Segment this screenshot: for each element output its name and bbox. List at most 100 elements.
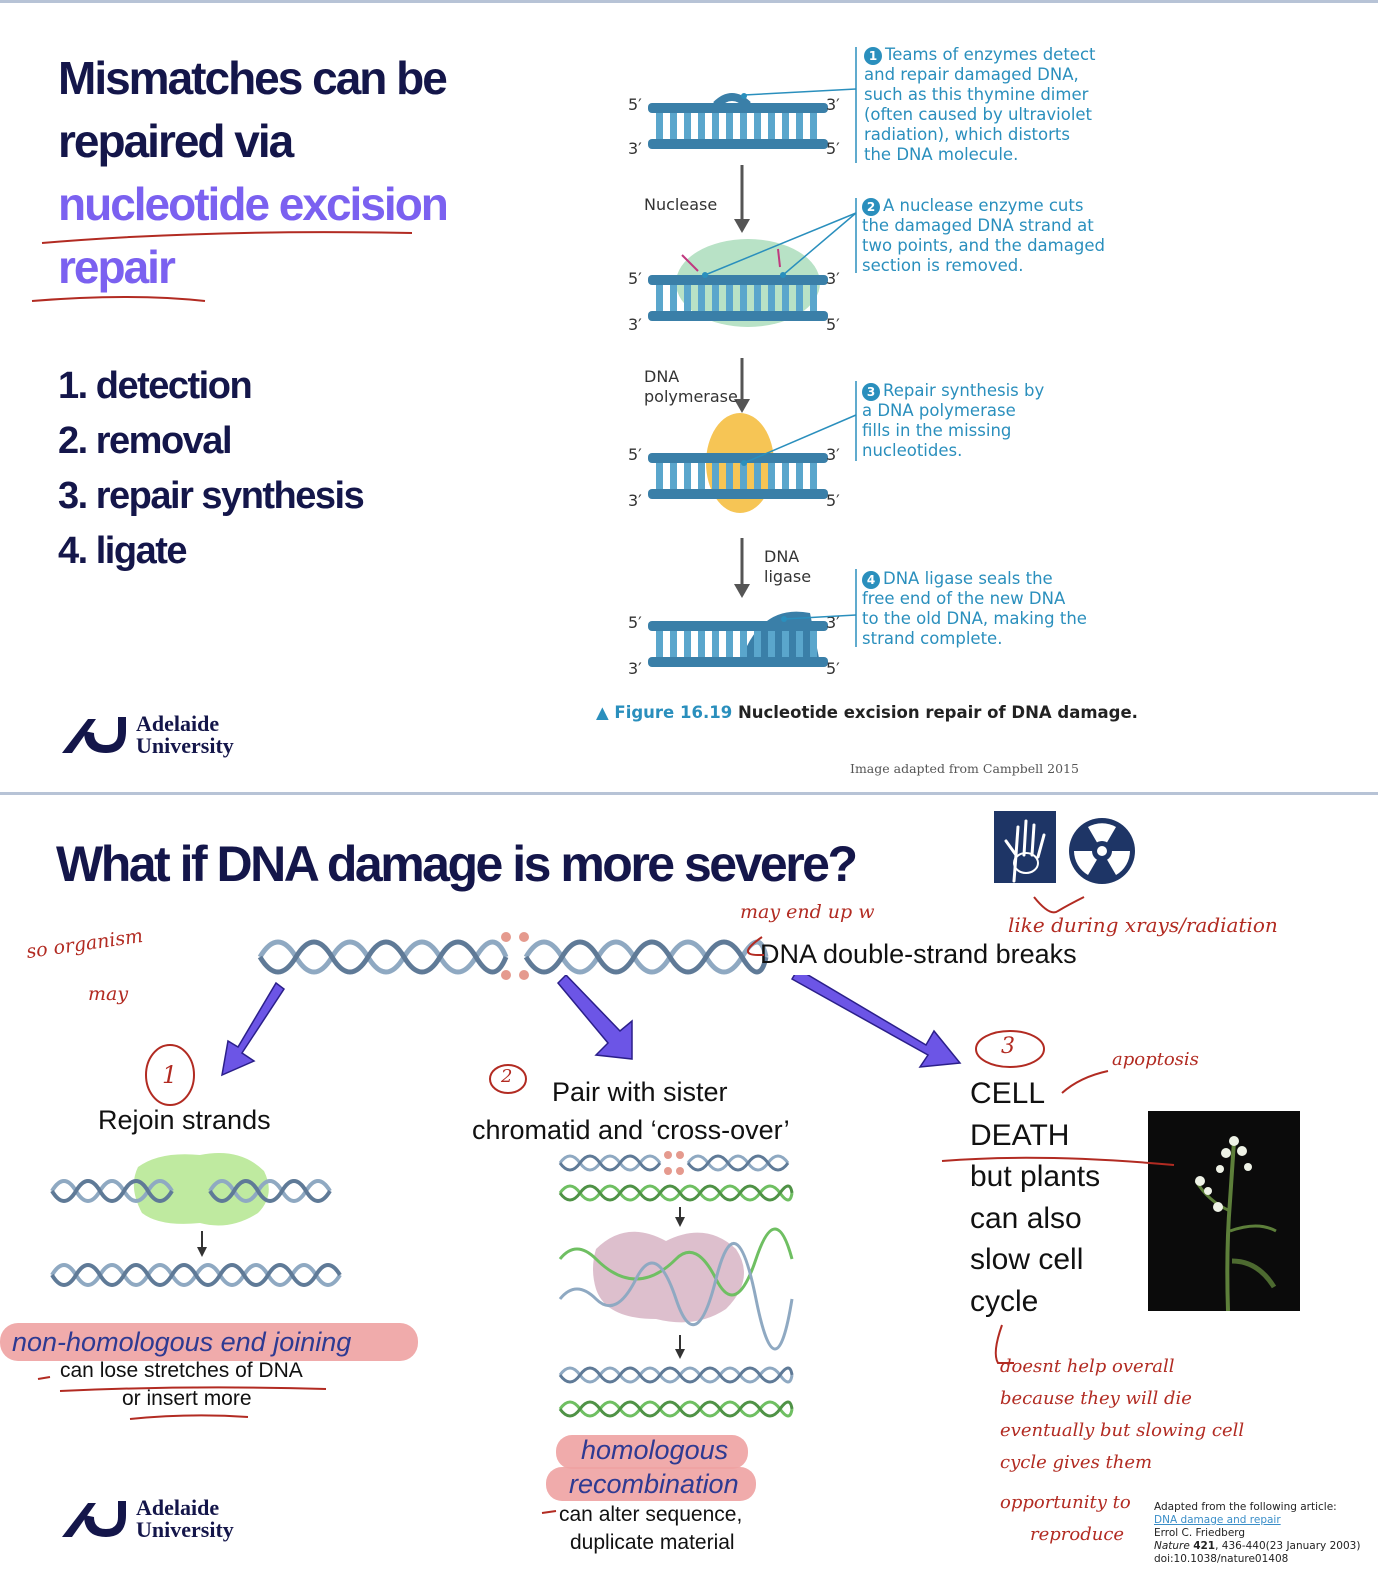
reference-line: Adapted from the following article: — [1154, 1501, 1337, 1513]
polymerase-label-line-2: polymerase — [644, 387, 738, 406]
strand-label-3: 3′ — [826, 613, 840, 632]
caption-line: fills in the missing — [862, 421, 1012, 440]
annotation-number-3: 3 — [1001, 1034, 1015, 1059]
strand-label-3: 3′ — [628, 659, 642, 678]
annotation-may-end-up: may end up w — [740, 901, 875, 923]
logo-line-1: Adelaide — [136, 1495, 220, 1520]
annotation-so-organism: so organism — [25, 924, 145, 964]
title-line-2: repaired via — [58, 115, 294, 167]
strand-label-5: 5′ — [628, 269, 642, 288]
strand-label-3: 3′ — [628, 139, 642, 158]
title-highlight-line-1: nucleotide excision — [58, 178, 449, 230]
reference-volume: 421 — [1193, 1540, 1216, 1552]
strand-label-3: 3′ — [628, 315, 642, 334]
radiation-icon — [1069, 818, 1135, 884]
caption-line: Teams of enzymes detect — [885, 45, 1096, 64]
nhej-note-line-1: can lose stretches of DNA — [60, 1359, 303, 1382]
nhej-note-line-2: or insert more — [122, 1387, 252, 1410]
caption-line: A nuclease enzyme cuts — [883, 196, 1084, 215]
branch3-line: DEATH — [970, 1118, 1070, 1152]
step-item: 4. ligate — [58, 530, 188, 572]
branch1-title: Rejoin strands — [98, 1105, 271, 1135]
ner-figure-diagram — [648, 93, 828, 667]
nuclease-label: Nuclease — [644, 195, 718, 214]
strand-label-3: 3′ — [826, 445, 840, 464]
caption-line: two points, and the damaged — [862, 236, 1105, 255]
annotation-hook-arrow — [994, 1324, 1014, 1364]
nhej-highlight — [0, 1323, 418, 1361]
reference-citation: Nature 421, 436-440(23 January 2003) — [1154, 1540, 1360, 1553]
annotation-icon-bracket — [1033, 896, 1085, 914]
nhej-label: non-homologous end joining — [12, 1327, 352, 1357]
branch3-text: CELL DEATH but plants can also slow cell… — [970, 1073, 1100, 1322]
hr-note-line-1: can alter sequence, — [559, 1503, 743, 1526]
reference-pages: , 436-440(23 January 2003) — [1215, 1540, 1361, 1552]
figure-caption: ▲ Figure 16.19 Nucleotide excision repai… — [596, 703, 1138, 722]
homologous-recombination-diagram — [558, 1151, 794, 1418]
step-number-badge: 1 — [864, 47, 882, 65]
strand-label-3: 3′ — [628, 491, 642, 510]
ligase-label-line-2: ligase — [764, 567, 812, 586]
branch2-title-line-1: Pair with sister — [552, 1077, 728, 1107]
annotation-note-line: opportunity to — [1000, 1492, 1131, 1513]
annotation-cell-cycle-note: doesnt help overall because they will di… — [1000, 1351, 1244, 1551]
steps-list: 1. detection 2. removal 3. repair synthe… — [58, 359, 365, 579]
strand-label-5: 5′ — [826, 491, 840, 510]
caption-line: free end of the new DNA — [862, 589, 1066, 608]
annotation-nhej-underlines — [37, 1376, 327, 1420]
step-item: 2. removal — [58, 420, 233, 462]
slide-severe-dna-damage: What if DNA damage is more severe? DNA d… — [0, 792, 1378, 1590]
annotation-pointer-lines — [747, 927, 1030, 956]
hr-note-line-2: duplicate material — [570, 1531, 735, 1554]
annotation-note-line: doesnt help overall — [1000, 1356, 1175, 1377]
branch3-line: but plants — [970, 1160, 1101, 1193]
slide2-title: What if DNA damage is more severe? — [56, 836, 858, 892]
annotation-note-line: reproduce — [1030, 1524, 1125, 1545]
branch2-title-line-2: chromatid and ‘cross-over’ — [472, 1115, 790, 1145]
annotation-apoptosis: apoptosis — [1112, 1049, 1199, 1070]
slide-nucleotide-excision-repair: Mismatches can be repaired via nucleotid… — [0, 0, 1378, 793]
annotation-hr-dash — [541, 1510, 557, 1514]
annotation-number-1: 1 — [162, 1061, 178, 1089]
caption-line: the DNA molecule. — [864, 145, 1019, 164]
reference-author: Errol C. Friedberg — [1154, 1527, 1246, 1539]
xray-hand-icon — [994, 811, 1056, 883]
caption-line: to the old DNA, making the — [862, 609, 1087, 628]
figure-number: ▲ Figure 16.19 — [596, 703, 733, 722]
nhej-diagram — [50, 1153, 342, 1287]
caption-line: nucleotides. — [862, 441, 963, 460]
annotation-circle-2 — [489, 1064, 527, 1094]
slide1-title: Mismatches can be repaired via nucleotid… — [58, 47, 449, 299]
title-underline-annotation — [31, 231, 413, 302]
caption-line: such as this thymine dimer — [864, 85, 1089, 104]
reference-article-link[interactable]: DNA damage and repair — [1154, 1514, 1281, 1526]
ligase-label-line-1: DNA — [764, 547, 800, 566]
hr-label-line-1: homologous — [581, 1435, 729, 1465]
hr-highlight-1 — [556, 1435, 748, 1469]
caption-line: Repair synthesis by — [883, 381, 1045, 400]
caption-line: a DNA polymerase — [862, 401, 1016, 420]
step-item: 3. repair synthesis — [58, 475, 365, 517]
strand-label-5: 5′ — [826, 139, 840, 158]
branch3-line: CELL — [970, 1077, 1046, 1110]
caption-leader-lines — [704, 47, 857, 647]
strand-label-5: 5′ — [826, 659, 840, 678]
step-number-badge: 2 — [862, 198, 880, 216]
branch-arrows — [221, 975, 962, 1077]
annotation-like-during-xrays: like during xrays/radiation — [1008, 913, 1278, 937]
strand-label-5: 5′ — [628, 613, 642, 632]
title-line-1: Mismatches can be — [58, 52, 448, 104]
logo-line-2: University — [136, 733, 234, 758]
branch3-line: cycle — [970, 1284, 1039, 1318]
dna-double-strand-break-helix — [257, 932, 769, 980]
step-number-badge: 3 — [862, 383, 880, 401]
strand-label-3: 3′ — [826, 95, 840, 114]
polymerase-label: DNA polymerase — [644, 367, 738, 407]
logo-line-1: Adelaide — [136, 711, 220, 736]
caption-line: and repair damaged DNA, — [864, 65, 1079, 84]
reference-doi: doi:10.1038/nature01408 — [1154, 1553, 1289, 1565]
branch3-line: can also — [970, 1201, 1082, 1235]
